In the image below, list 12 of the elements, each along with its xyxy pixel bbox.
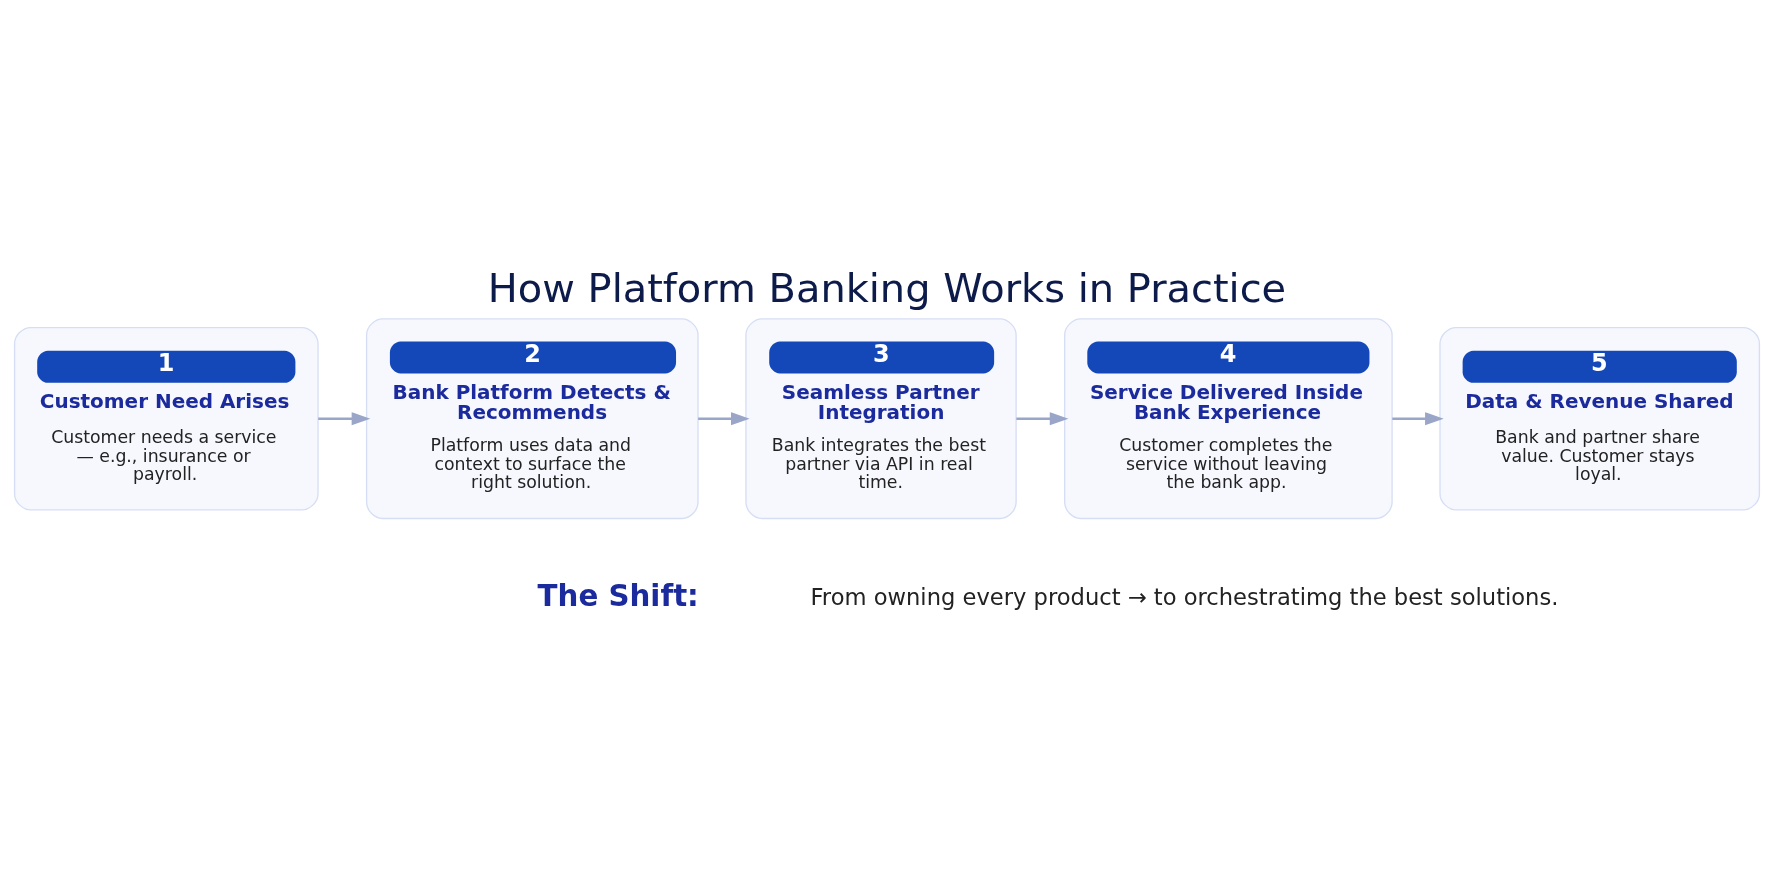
node-box: 2 Bank Platform Detects & Recommends Platform uses data and context to surface the right solution. (365, 317, 699, 519)
diagram-title: How Platform Banking Works in Practice (487, 264, 1287, 311)
arrow (698, 411, 750, 425)
label: From owning every product → to orchestratimg the best solutions. (810, 583, 1559, 610)
arrow (1392, 411, 1444, 425)
node-box: 4 Service Delivered Inside Bank Experience Customer completes the service without leaving the bank app. (1064, 317, 1393, 519)
arrow (318, 411, 371, 425)
arrow (1016, 411, 1069, 425)
node-box: 1 Customer Need Arises Customer needs a service — e.g., insurance or payroll. (13, 326, 319, 511)
node-box: 5 Data & Revenue Shared Bank and partner share value. Customer stays loyal. (1439, 326, 1761, 511)
label: The Shift: (537, 578, 699, 613)
node-box: 3 Seamless Partner Integration Bank integrates the best partner via API in real time. (745, 317, 1017, 519)
